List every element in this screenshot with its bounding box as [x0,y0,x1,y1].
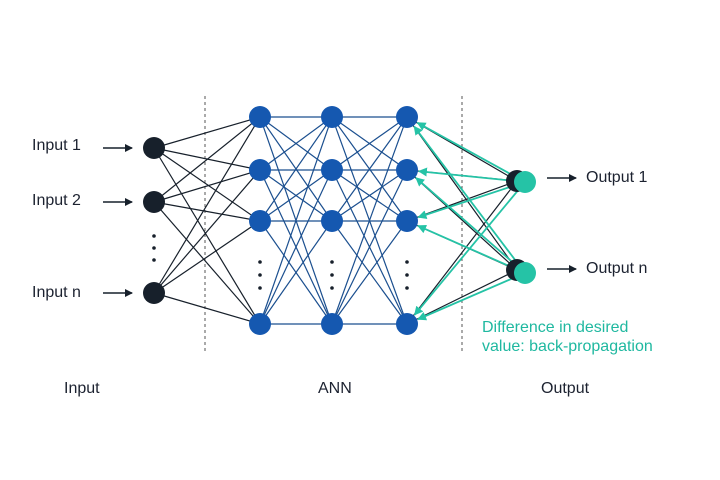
input-node-0 [143,137,165,159]
input-ellipsis-dot-1 [152,246,156,250]
h2-ellipsis-dot-1 [330,273,334,277]
input-ellipsis-dot-2 [152,258,156,262]
input-node-1 [143,191,165,213]
backpropagation-note-line-1: Difference in desired [482,319,629,336]
h1-ellipsis-dot-0 [258,260,262,264]
backprop-arrow-0-3 [413,189,520,316]
h1-ellipsis-dot-1 [258,273,262,277]
backpropagation-note-line-2: value: back-propagation [482,338,653,355]
edge-input-2-h1-1 [153,169,261,294]
hidden-node-l1-1 [249,159,271,181]
h3-ellipsis-dot-1 [405,273,409,277]
output-label-1: Output 1 [586,169,648,186]
output-node-teal-1 [514,262,536,284]
backprop-arrow-1-0 [413,125,520,266]
section-label-input: Input [64,380,100,397]
input-label-1: Input 1 [32,137,81,154]
edge-h2-1-h3-0 [331,116,408,171]
backprop-arrow-1-1 [415,177,519,268]
h2-ellipsis-dot-0 [330,260,334,264]
hidden-node-l1-0 [249,106,271,128]
hidden-node-l1-3 [249,313,271,335]
edge-h2-3-h3-2 [331,220,408,325]
edge-h2-2-h3-1 [331,169,408,222]
edge-h1-3-h2-1 [259,169,333,325]
edge-h1-3-h2-2 [259,220,333,325]
edge-h1-3-h2-0 [259,116,333,325]
section-label-output: Output [541,380,590,397]
edge-h2-3-h3-0 [331,116,408,325]
backprop-arrow-0-2 [417,184,516,219]
h2-ellipsis-dot-2 [330,286,334,290]
edge-input-1-h1-3 [153,201,261,325]
hidden-node-l2-0 [321,106,343,128]
hidden-node-l2-2 [321,210,343,232]
backpropagation-note: Difference in desired value: back-propag… [482,318,653,356]
edge-input-0-h1-3 [153,147,261,325]
edge-input-2-h1-3 [153,292,261,325]
edge-input-2-h1-0 [153,116,261,294]
hidden-node-l3-2 [396,210,418,232]
input-ellipsis-dot-0 [152,234,156,238]
edge-h2-2-h3-0 [331,116,408,222]
edge-h1-1-h2-0 [259,116,333,171]
edge-h3-3-output-0 [406,180,518,325]
edge-input-0-h1-2 [153,147,261,222]
hidden-node-l3-3 [396,313,418,335]
edge-input-1-h1-0 [153,116,261,203]
edge-input-2-h1-2 [153,220,261,294]
output-node-teal-0 [514,171,536,193]
h3-ellipsis-dot-2 [405,286,409,290]
hidden-node-l3-1 [396,159,418,181]
hidden-node-l2-3 [321,313,343,335]
input-node-2 [143,282,165,304]
edge-h2-3-h3-1 [331,169,408,325]
h3-ellipsis-dot-0 [405,260,409,264]
backprop-arrow-1-3 [417,276,517,321]
edge-input-0-h1-0 [153,116,261,149]
backprop-arrow-0-1 [417,167,516,182]
edge-h1-2-h2-0 [259,116,333,222]
input-label-n: Input n [32,284,81,301]
edge-h1-2-h2-1 [259,169,333,222]
hidden-node-l2-1 [321,159,343,181]
hidden-node-l3-0 [396,106,418,128]
backprop-arrow-1-2 [417,224,517,270]
output-label-n: Output n [586,260,648,277]
h1-ellipsis-dot-2 [258,286,262,290]
edge-input-1-h1-2 [153,201,261,222]
edge-input-1-h1-1 [153,169,261,203]
input-label-2: Input 2 [32,192,81,209]
backprop-arrow-0-0 [416,122,517,178]
section-label-ann: ANN [318,380,352,397]
hidden-node-l1-2 [249,210,271,232]
